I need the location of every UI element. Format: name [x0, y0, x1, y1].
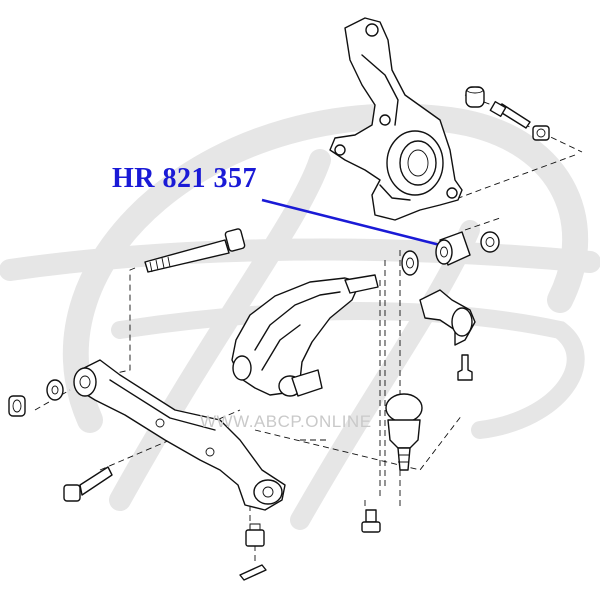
ball-joint	[385, 393, 423, 471]
arm-bolt	[63, 466, 113, 502]
callout-leader	[261, 198, 441, 247]
watermark-text: WWW.ABCP.ONLINE	[200, 412, 372, 431]
arm-nuts	[8, 379, 64, 417]
lower-control-arm-rear	[231, 274, 379, 397]
steering-knuckle	[329, 17, 463, 221]
knuckle-fasteners	[465, 86, 550, 141]
bushing-washer	[480, 231, 500, 253]
bushing-hr821357	[435, 231, 471, 266]
bushing-nut	[401, 250, 419, 276]
part-number-callout: HR 821 357	[112, 163, 257, 194]
stabilizer-bracket	[419, 289, 476, 381]
lower-control-arm-front	[73, 359, 286, 511]
ball-joint-bolt	[361, 509, 381, 533]
long-bolt	[144, 228, 246, 273]
cotter-pin	[239, 564, 267, 581]
castle-nut	[245, 523, 265, 547]
